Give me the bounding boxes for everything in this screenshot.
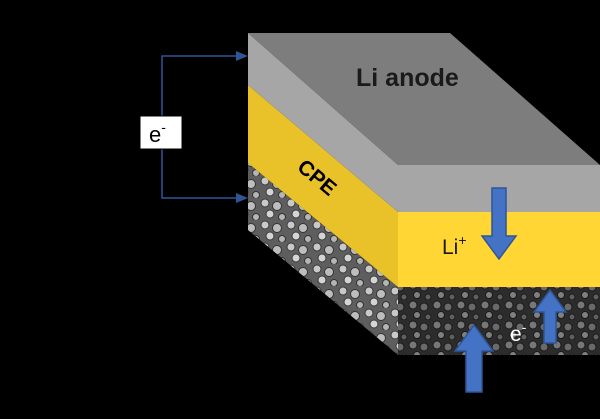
circuit-wire-top: [161, 55, 246, 118]
li-ion-arrow-down-icon: [480, 187, 518, 261]
circuit-electron-label: e-: [149, 119, 166, 147]
anode-side-face: [248, 33, 398, 212]
cathode-front-face: [398, 287, 600, 355]
circuit-electron-box: [139, 115, 183, 150]
anode-top-face: [248, 33, 600, 165]
electron-arrow-up-bottom-icon: [453, 323, 495, 393]
cathode-side-face: [248, 163, 398, 355]
anode-label: Li anode: [356, 64, 459, 92]
circuit-wire-bottom: [161, 148, 246, 199]
electron-arrow-up-right-icon: [532, 288, 568, 344]
circuit-arrow-top-icon: [236, 51, 248, 61]
li-ion-label: Li+: [442, 232, 467, 259]
cpe-side-face: [248, 85, 398, 287]
cathode-electron-label: e-: [510, 319, 527, 346]
circuit-arrow-bottom-icon: [236, 193, 248, 203]
